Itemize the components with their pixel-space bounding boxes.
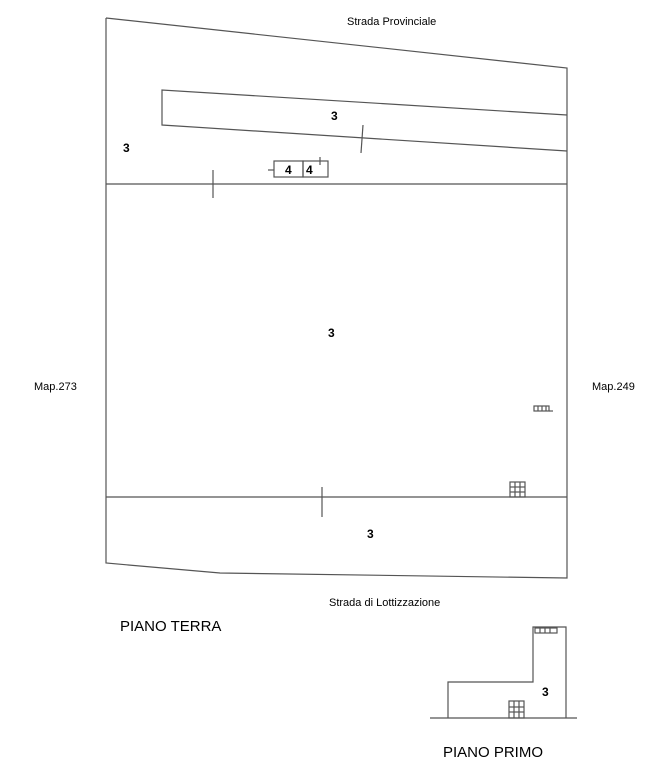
room-box-b [302, 160, 329, 178]
ground-floor-title: PIANO TERRA [120, 618, 221, 635]
area-label-main: 3 [328, 326, 335, 340]
area-label-box-a: 4 [285, 163, 292, 177]
road-top-label: Strada Provinciale [347, 16, 436, 28]
stair-symbol [508, 700, 525, 719]
road-bottom-label: Strada di Lottizzazione [329, 597, 440, 609]
strip-outline [161, 89, 568, 152]
ground-floor-plan: Strada Provinciale Strada di Lottizzazio… [34, 16, 635, 635]
first-floor-title: PIANO PRIMO [443, 744, 543, 761]
area-label-box-b: 4 [306, 163, 313, 177]
right-neighbor-label: Map.249 [592, 381, 635, 393]
area-label-strip: 3 [331, 109, 338, 123]
stair-symbol [509, 481, 526, 498]
stair-symbol [533, 405, 553, 412]
tick-mark [360, 124, 364, 154]
area-label-first-floor: 3 [542, 685, 549, 699]
parcel-boundary [105, 17, 568, 579]
area-label-bottom: 3 [367, 527, 374, 541]
left-neighbor-label: Map.273 [34, 381, 77, 393]
first-floor-outline [447, 626, 567, 718]
first-floor-plan: 3 PIANO PRIMO [430, 626, 577, 761]
area-label-top-left: 3 [123, 141, 130, 155]
stair-symbol [534, 627, 558, 634]
